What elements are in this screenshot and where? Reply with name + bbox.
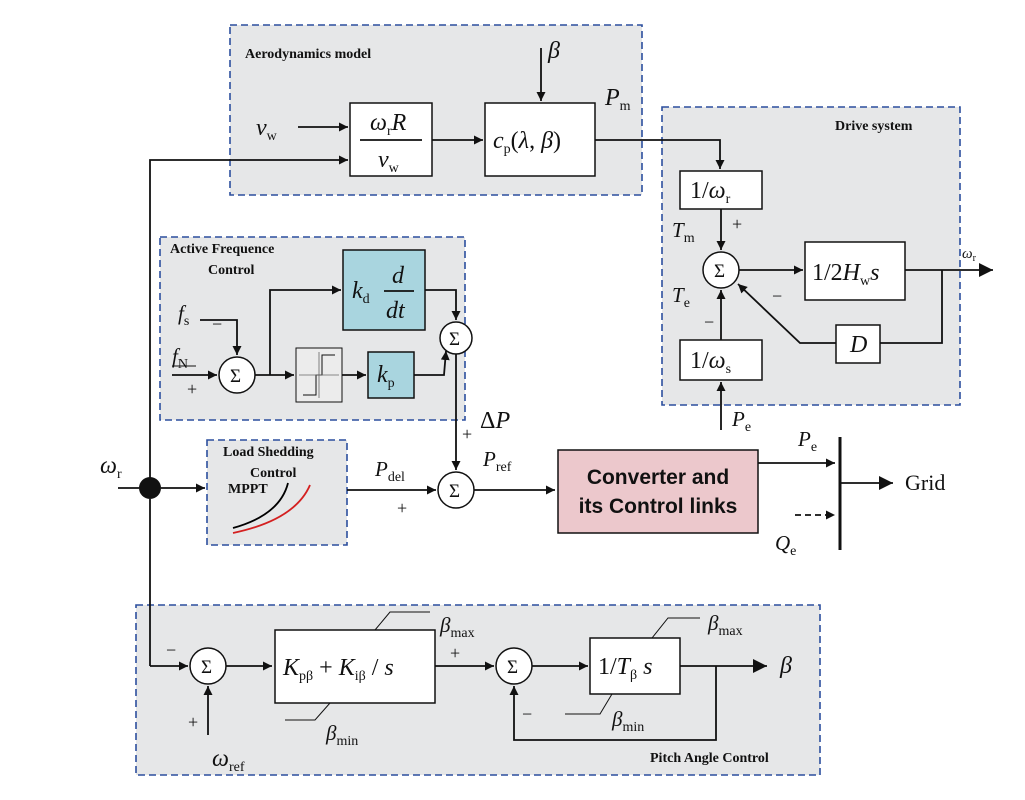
omega-r-to-aero-line [149,155,348,488]
inverse-omega-r-text: 1/ωr [690,178,731,207]
pref-sum-symbol: Σ [449,481,460,502]
derivative-to-sum-arrow [425,289,461,320]
pi-controller-text: Kpβ + Kiβ / s [282,655,394,684]
inverse-omega-s-text: 1/ωs [690,348,731,377]
inertia-text: 1/2Hws [812,260,879,289]
damping-text: D [849,332,867,358]
beta-input-label: β [547,38,560,64]
pref-label: Pref [482,447,512,475]
kp-block [367,351,415,399]
afc-sum-symbol: Σ [449,329,460,350]
converter-line1: Converter and [587,466,729,489]
fs-label: fs [178,301,189,329]
pi-max-limit-line [374,611,430,631]
afc-title-line2: Control [208,263,255,278]
freq-sum-symbol: Σ [230,366,241,387]
pi-output-plus: + [450,643,460,663]
delta-p-plus: + [462,424,472,444]
beta-feedback-line [509,666,717,741]
mppt-upper-curve [232,482,289,529]
pitch-omega-minus: − [166,640,176,660]
load-shedding-title-line2: Control [250,466,297,481]
power-coefficient-block [484,102,596,177]
qe-label: Qe [775,531,796,559]
damping-feedback-line [880,270,943,344]
beta-output-label: β [779,653,792,679]
converter-line2: its Control links [579,495,738,518]
drive-system-title: Drive system [835,119,913,134]
damping-to-sum-arrow [737,283,836,344]
fs-arrow [200,319,242,355]
to-derivative-arrow [269,285,341,375]
omega-r-branch-node [139,477,161,499]
actuator-min-limit-line [565,693,613,715]
kp-to-sum-arrow [414,350,450,376]
load-shedding-title-line1: Load Shedding [223,445,314,460]
omega-ref-plus: + [188,712,198,732]
te-minus: − [704,312,714,332]
mppt-label: MPPT [228,482,268,497]
damping-block [835,324,881,364]
damping-minus: − [772,286,782,306]
d-numerator: d [392,263,405,289]
mppt-lower-curve [232,484,311,534]
omega-r-R: ωrR [370,110,407,139]
fn-plus: + [187,379,197,399]
converter-block [557,449,759,534]
pdel-label: Pdel [374,457,405,485]
tm-plus: + [732,214,742,234]
pitch-actuator-block [589,637,681,695]
beta-feedback-minus: − [522,704,532,724]
pitch-angle-title: Pitch Angle Control [650,751,769,766]
inverse-omega-s-block [679,339,763,381]
delta-p-label: ΔP [480,408,510,434]
dt-denominator: dt [386,298,406,324]
aerodynamics-title: Aerodynamics model [245,47,371,62]
pitch-error-sum-symbol: Σ [201,657,212,678]
omega-r-input-label: ωr [100,453,122,482]
grid-label: Grid [905,470,945,495]
pi-min-limit-line [285,702,331,721]
fs-minus: − [212,314,222,334]
pitch-angle-control-region [135,604,821,776]
pitch-sum-symbol: Σ [507,657,518,678]
pe-output-label: Pe [797,427,817,455]
torque-sum-symbol: Σ [714,261,725,282]
actuator-max-limit-line [651,617,700,639]
pe-input-label: Pe [731,407,751,435]
derivative-block [342,249,426,331]
cp-lambda-beta: cp(λ, β) [493,128,561,157]
pitch-actuator-text: 1/Tβ s [598,654,653,683]
pi-controller-block [274,629,436,704]
omega-r-output-label: ωr [962,246,977,264]
pdel-plus: + [397,498,407,518]
pm-signal-line [595,139,725,169]
load-shedding-region [206,439,348,546]
afc-title-line1: Active Frequence [170,242,274,257]
inertia-block [804,241,906,301]
